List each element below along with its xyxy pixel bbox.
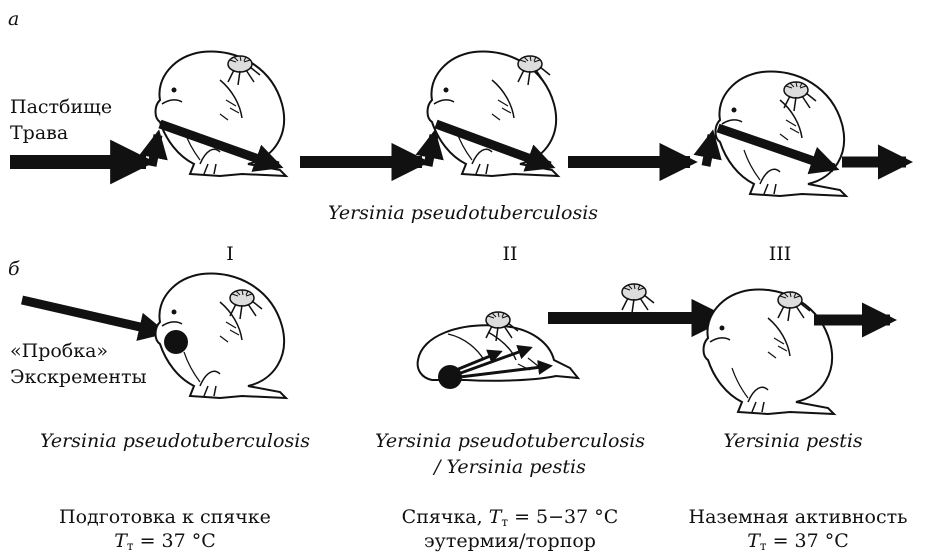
panel-b-chain <box>22 273 890 414</box>
stage-2-state: Спячка, Tт = 5−37 °C <box>340 506 680 529</box>
stage-3-organism: Yersinia pestis <box>680 430 906 452</box>
arrow-a-up-3 <box>706 135 712 166</box>
panel-b-letter: б <box>8 258 20 280</box>
plug-dot-1 <box>164 330 188 354</box>
stage-3-temp: Tт = 37 °C <box>670 530 926 553</box>
stage-3-roman: III <box>730 243 830 265</box>
arrow-a-up-2 <box>428 135 434 166</box>
panel-a-chain <box>10 51 906 196</box>
panel-a-letter: а <box>8 8 19 30</box>
stage-2-roman: II <box>460 243 560 265</box>
grass-label: Трава <box>10 122 68 144</box>
stage-3-state: Наземная активность <box>670 506 926 528</box>
stage-2-organism-line2: / Yersinia pestis <box>340 456 680 478</box>
flea-b-mid <box>622 284 654 313</box>
pasture-label: Пастбище <box>10 96 112 118</box>
plug-label: «Пробка» <box>10 340 108 362</box>
panel-a-caption: Yersinia pseudotuberculosis <box>0 202 926 224</box>
excrement-label: Экскременты <box>10 366 147 388</box>
rodent-b-3 <box>704 289 835 414</box>
stage-2-state-line2: эутермия/торпор <box>340 530 680 552</box>
stage-1-organism: Yersinia pseudotuberculosis <box>0 430 350 452</box>
stage-1-roman: I <box>180 243 280 265</box>
stage-2-organism: Yersinia pseudotuberculosis <box>340 430 680 452</box>
arrow-b-in <box>22 300 162 332</box>
stage-1-temp: Tт = 37 °C <box>0 530 330 553</box>
arrow-a-up-1 <box>152 135 158 166</box>
stage-1-state: Подготовка к спячке <box>0 506 330 528</box>
